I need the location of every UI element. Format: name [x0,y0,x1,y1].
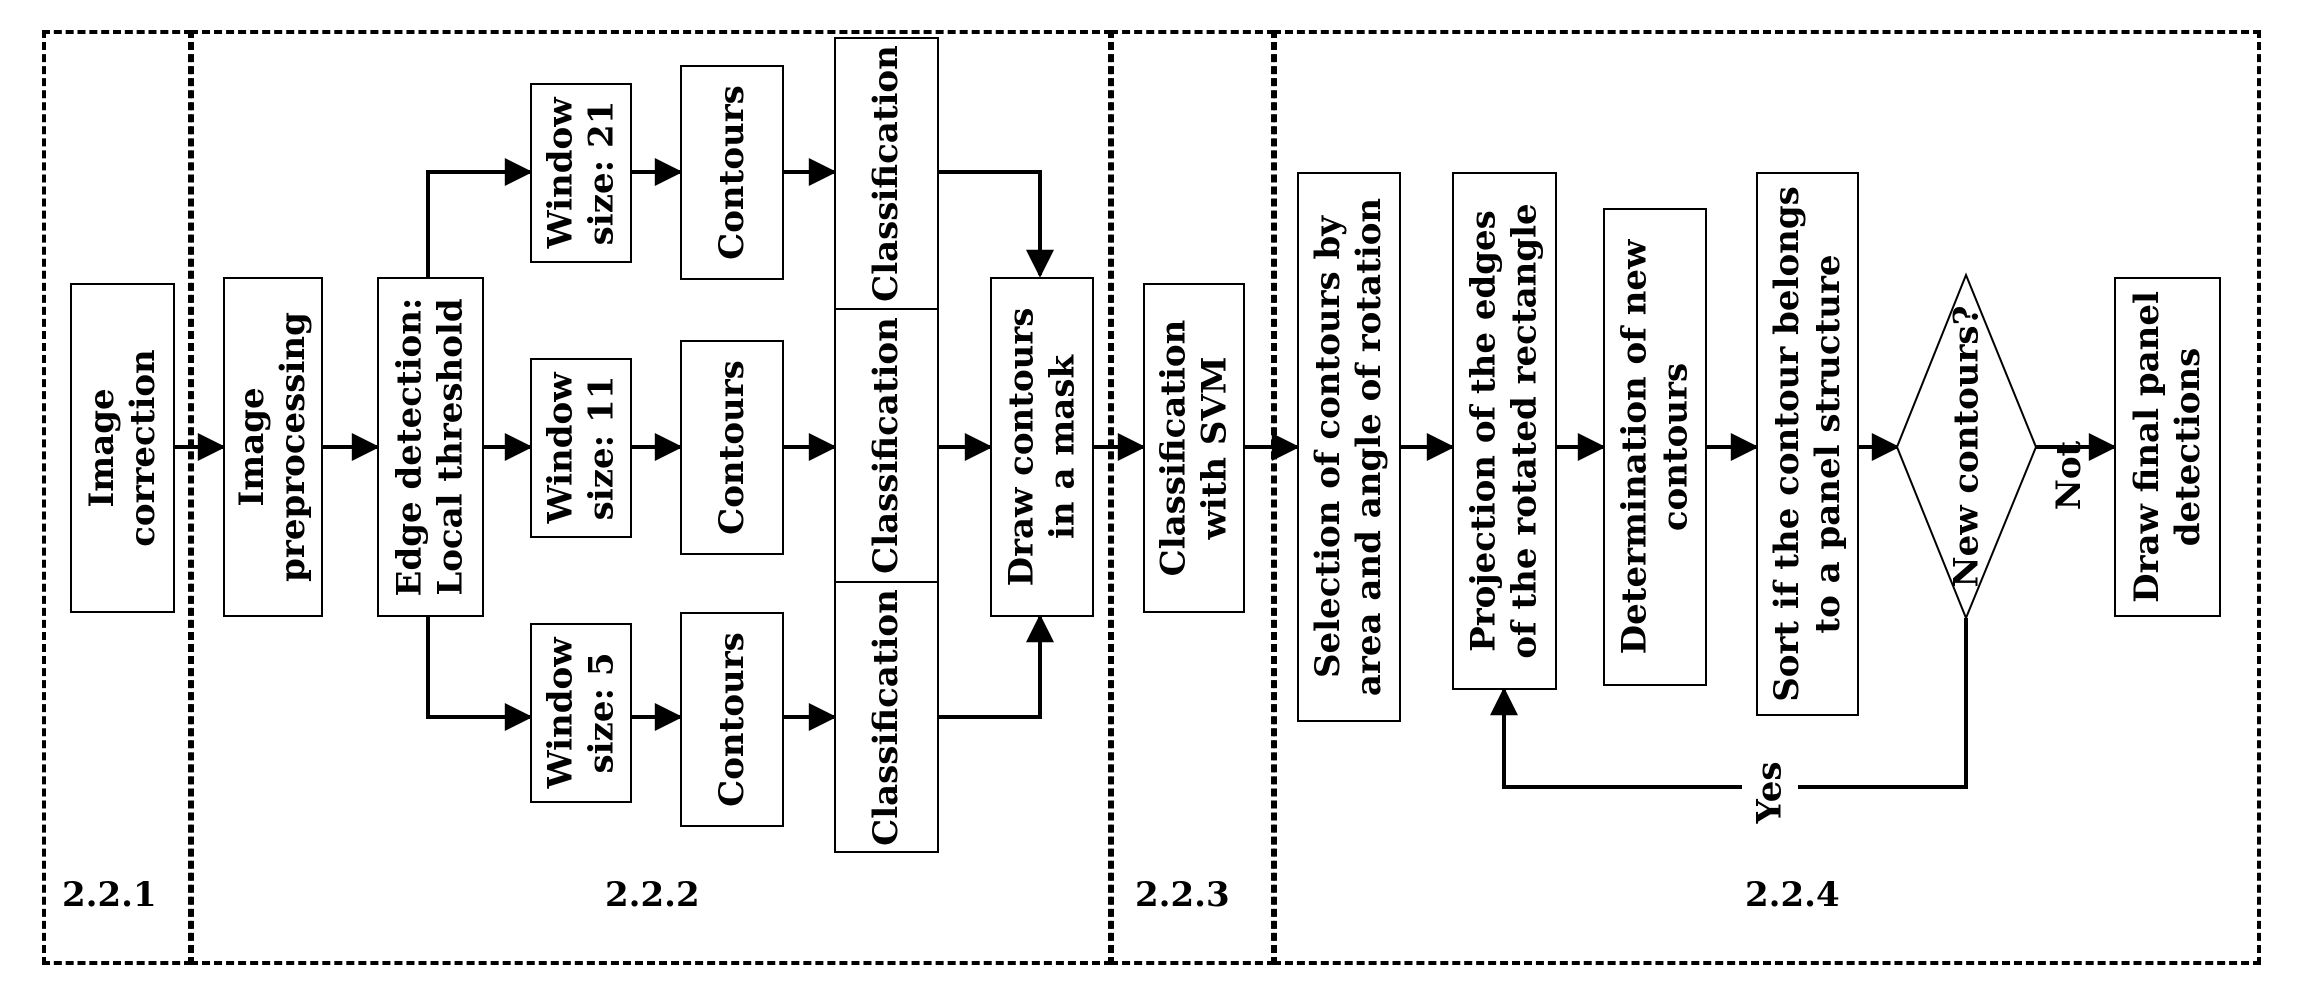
sort-contour-box: Sort if the contour belongs to a panel s… [1756,172,1859,716]
arrow-edge-to-window21 [426,158,533,277]
image-preprocessing-box: Image preprocessing [223,277,323,617]
decision-label-wrap: New contours? [1897,275,2036,618]
classification-top-box: Classification [834,37,939,310]
image-preprocessing-label: Image preprocessing [232,312,313,582]
contours-mid-label: Contours [711,360,752,535]
section-label-2-2-4: 2.2.4 [1745,875,1840,915]
projection-edges-label: Projection of the edges of the rotated r… [1463,203,1545,659]
draw-contours-mask-box: Draw contours in a mask [990,277,1094,617]
window-11-box: Window size: 11 [530,358,632,538]
classification-mid-box: Classification [834,308,939,583]
window-21-box: Window size: 21 [530,83,632,263]
determination-new-box: Determination of new contours [1603,208,1707,686]
arrow-class-top-to-draw [939,170,1054,278]
window-11-label: Window size: 11 [540,372,622,524]
arrow-edge-to-window5 [426,617,533,731]
edge-detection-label: Edge detection: Local threshold [389,297,471,597]
decision-diamond [1895,272,2038,621]
determination-new-label: Determination of new contours [1614,239,1695,655]
section-2-2-4 [1273,30,2261,965]
window-21-label: Window size: 21 [540,97,622,249]
classification-svm-box: Classification with SVM [1143,283,1245,613]
contours-top-box: Contours [680,65,784,280]
arrow-yes-loop [1490,618,1968,789]
selection-contours-box: Selection of contours by area and angle … [1297,172,1401,722]
edge-label-yes-wrap: Yes [1742,752,1798,832]
section-label-2-2-3: 2.2.3 [1135,875,1230,915]
edge-label-not: Not [2049,440,2090,510]
classification-top-label: Classification [866,45,906,302]
window-5-label: Window size: 5 [540,637,622,789]
window-5-box: Window size: 5 [530,623,632,803]
edge-detection-box: Edge detection: Local threshold [377,277,484,617]
contours-bot-box: Contours [680,612,784,827]
contours-mid-box: Contours [680,340,784,555]
draw-final-box: Draw final panel detections [2114,277,2221,617]
image-correction-label: Image correction [81,349,163,547]
section-label-2-2-1: 2.2.1 [62,875,157,915]
edge-label-yes: Yes [1749,760,1790,824]
contours-bot-label: Contours [711,632,752,807]
classification-svm-label: Classification with SVM [1153,319,1234,577]
new-contours-label: New contours? [1946,305,1986,588]
edge-label-not-wrap: Not [2040,420,2100,530]
contours-top-label: Contours [711,85,752,260]
classification-mid-label: Classification [866,317,906,574]
draw-contours-mask-label: Draw contours in a mask [1001,307,1083,587]
classification-bot-label: Classification [866,588,906,846]
arrow-class-bot-to-draw [939,614,1054,719]
draw-final-label: Draw final panel detections [2126,291,2208,603]
section-label-2-2-2: 2.2.2 [605,875,700,915]
classification-bot-box: Classification [834,581,939,853]
image-correction-box: Image correction [70,283,175,613]
sort-contour-label: Sort if the contour belongs to a panel s… [1766,186,1848,702]
selection-contours-label: Selection of contours by area and angle … [1308,197,1390,697]
projection-edges-box: Projection of the edges of the rotated r… [1452,172,1557,690]
